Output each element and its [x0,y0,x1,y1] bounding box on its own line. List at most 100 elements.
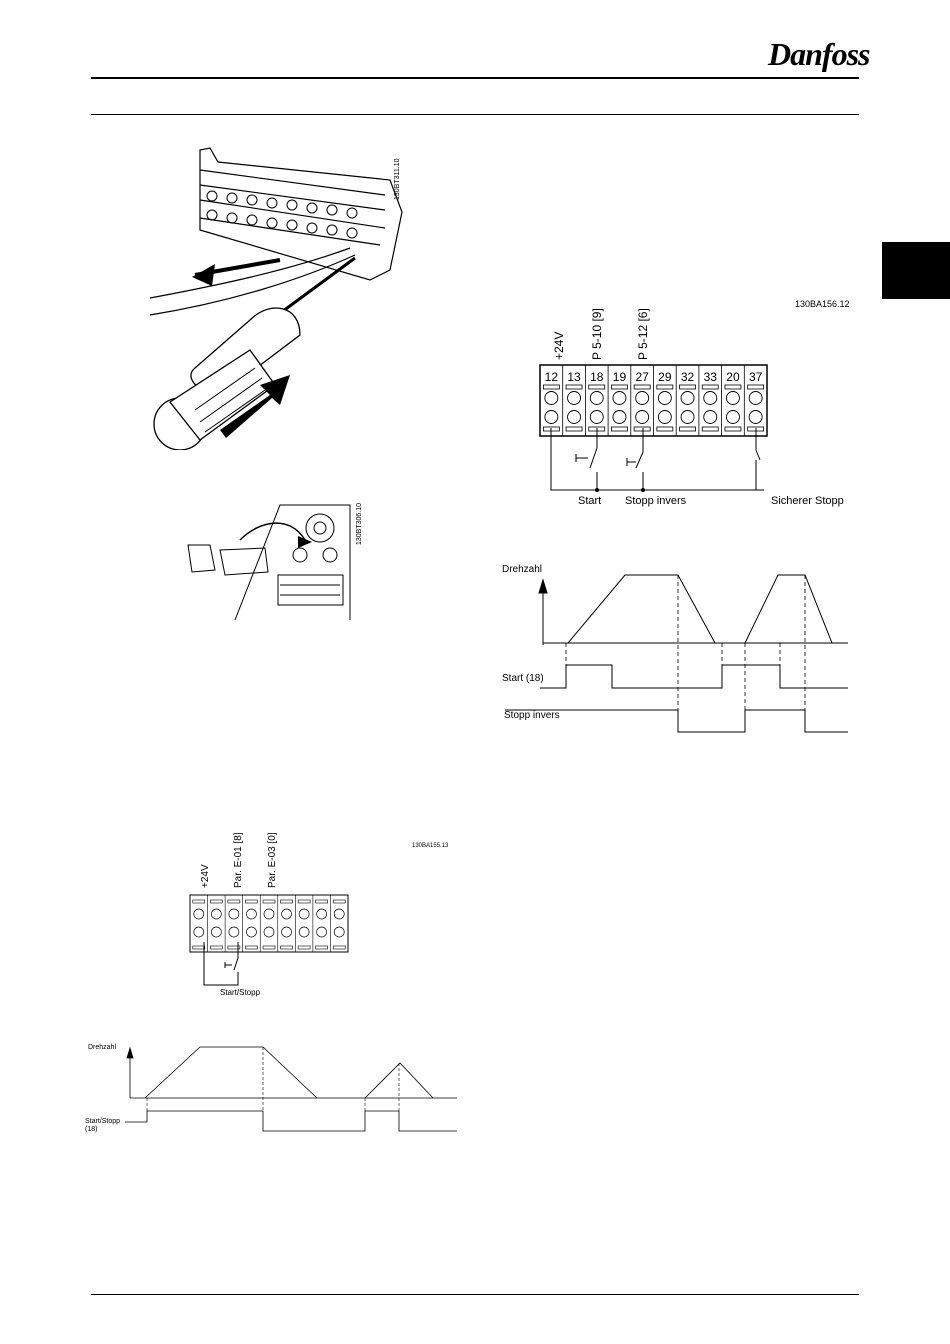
switch-label-stopp-invers: Stopp invers [625,495,686,507]
terminal-slot [245,900,257,903]
terminal-slot [611,385,627,389]
col-label-par-e03: Par. E-03 [0] [267,832,278,888]
col-label-24v: +24V [552,332,566,360]
terminal-number: 37 [749,370,763,384]
figure-code-wiring-left: 130BA155.13 [412,843,448,849]
switch-label-start-stopp: Start/Stopp [220,988,260,997]
terminal-screw [299,909,309,919]
terminal-screw [749,411,762,424]
terminal-number: 18 [590,370,604,384]
col-label-p510: P 5-10 [9] [590,308,604,360]
figure-code-screwdriver: 130BT311.10 [394,158,401,200]
terminal-slot [589,385,605,389]
terminal-screw [194,909,204,919]
terminal-screw [282,927,292,937]
terminal-screw [334,927,344,937]
connector-illustration [180,500,360,625]
terminal-slot [634,385,650,389]
terminal-screw [317,909,327,919]
terminal-screw [264,927,274,937]
terminal-screw [590,392,603,405]
terminal-number: 20 [726,370,740,384]
terminal-screw [229,927,239,937]
terminal-screw [658,392,671,405]
terminal-screw [211,927,221,937]
terminal-slot [680,427,696,431]
terminal-screw [229,909,239,919]
terminal-slot [634,427,650,431]
terminal-screw [545,411,558,424]
terminal-slot [298,900,310,903]
switch-label-start: Start [578,495,601,507]
wiring-diagram-left: +24V Par. E-01 [8] Par. E-03 [0] 130BA15… [180,830,460,1005]
terminal-number: 33 [704,370,718,384]
terminal-screw [282,909,292,919]
terminal-slot [193,946,205,949]
terminal-slot [566,427,582,431]
terminal-screw [704,392,717,405]
terminal-slot [210,900,222,903]
terminal-screw [658,411,671,424]
terminal-screw [613,411,626,424]
timing-diagram-right: Drehzahl Start (18) Stopp invers [500,560,860,740]
terminal-screw [681,411,694,424]
switch-label-sicherer-stopp: Sicherer Stopp [771,495,844,507]
terminal-slot [245,946,257,949]
terminal-slot [725,385,741,389]
terminal-screw [334,909,344,919]
terminal-slot [316,946,328,949]
terminal-slot [725,427,741,431]
terminal-slot [543,385,559,389]
col-label-p512: P 5-12 [6] [636,308,650,360]
terminal-slot [210,946,222,949]
terminal-slot [566,385,582,389]
terminal-number: 19 [613,370,627,384]
terminal-slot [702,385,718,389]
figure-code-wiring-right: 130BA156.12 [795,299,850,309]
terminal-slot [193,900,205,903]
terminal-number: 13 [567,370,581,384]
terminal-number: 12 [545,370,559,384]
terminal-screw [681,392,694,405]
terminal-slot [611,427,627,431]
screwdriver-illustration [140,140,430,450]
terminal-slot [333,946,345,949]
terminal-slot [298,946,310,949]
terminal-slot [228,900,240,903]
chapter-tab [882,242,950,299]
figure-code-connector: 130BT306.10 [356,503,363,545]
terminal-screw [317,927,327,937]
header-rule-top [91,77,859,79]
terminal-screw [749,392,762,405]
terminal-slot [263,900,275,903]
terminal-screw [613,392,626,405]
terminal-screw [299,927,309,937]
terminal-slot [333,900,345,903]
terminal-screw [726,411,739,424]
wiring-diagram-right: +24V P 5-10 [9] P 5-12 [6] 130BA156.12 1… [500,260,860,520]
col-label-par-e01: Par. E-01 [8] [233,832,244,888]
terminal-screw [726,392,739,405]
terminal-screw [246,909,256,919]
terminal-slot [680,385,696,389]
terminal-slot [702,427,718,431]
terminal-number: 29 [658,370,672,384]
footer-rule [91,1294,859,1295]
terminal-slot [281,946,293,949]
col-label-24v-left: +24V [200,864,211,888]
terminal-screw [636,411,649,424]
terminal-screw [704,411,717,424]
terminal-screw [264,909,274,919]
danfoss-logo: Danfoss [768,36,869,73]
terminal-screw [545,392,558,405]
terminal-screw [246,927,256,937]
header-rule-bottom [91,114,859,115]
terminal-number: 32 [681,370,695,384]
terminal-screw [568,392,581,405]
terminal-screw [568,411,581,424]
terminal-slot [263,946,275,949]
terminal-slot [281,900,293,903]
terminal-slot [316,900,328,903]
terminal-slot [657,427,673,431]
timing-diagram-left: Drehzahl Start/Stopp (18) [85,1040,465,1150]
